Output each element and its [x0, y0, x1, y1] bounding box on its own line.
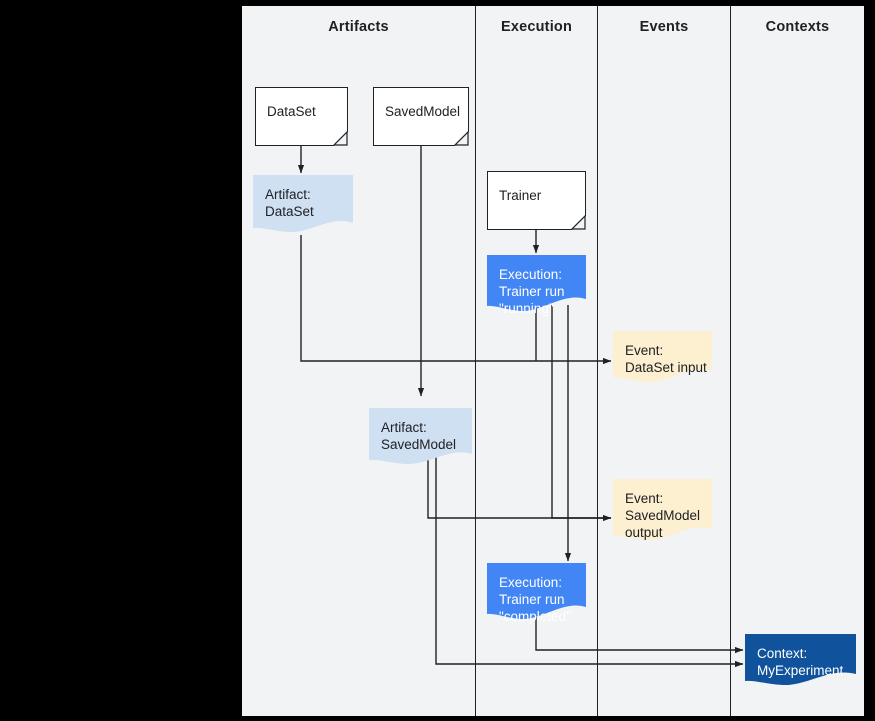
wave-shape [613, 331, 712, 383]
wave-shape [369, 408, 472, 465]
wave-shape [487, 255, 586, 312]
node-event-savedmodel-output[interactable]: Event: SavedModel output [613, 479, 712, 545]
node-dataset-type[interactable]: DataSet [255, 87, 348, 146]
column-header-events: Events [639, 19, 689, 35]
document-fold-icon [571, 215, 586, 230]
node-event-dataset-input-label: Event: DataSet input [625, 343, 707, 375]
edge-artifact-savedmodel-to-event-output [427, 455, 611, 519]
node-trainer-type-label: Trainer [499, 188, 542, 203]
node-execution-completed[interactable]: Execution: Trainer run "completed" [487, 563, 586, 624]
node-context-myexperiment[interactable]: Context: MyExperiment [745, 634, 856, 688]
node-execution-completed-label: Execution: Trainer run "completed" [499, 575, 571, 624]
column-header-contexts: Contexts [765, 19, 830, 35]
column-header-artifacts: Artifacts [328, 19, 389, 35]
edge-execution-completed-to-context [535, 617, 744, 654]
column-divider-3 [730, 6, 731, 716]
node-event-savedmodel-output-label: Event: SavedModel output [625, 491, 701, 540]
document-fold-icon [454, 131, 469, 146]
document-fold-icon [333, 131, 348, 146]
node-savedmodel-type-label: SavedModel [385, 104, 461, 119]
node-execution-running-label: Execution: Trainer run "running" [499, 267, 565, 316]
wave-shape [613, 479, 712, 541]
column-header-execution: Execution [500, 19, 573, 35]
node-event-dataset-input[interactable]: Event: DataSet input [613, 331, 712, 385]
node-artifact-savedmodel-label: Artifact: SavedModel [381, 420, 457, 452]
edge-execution-running-to-event-output [551, 305, 612, 522]
node-context-myexperiment-label: Context: MyExperiment [757, 646, 844, 678]
wave-shape [253, 175, 353, 233]
node-savedmodel-type[interactable]: SavedModel [373, 87, 469, 146]
node-execution-running[interactable]: Execution: Trainer run "running" [487, 255, 586, 316]
wave-shape [487, 563, 586, 620]
node-artifact-dataset-label: Artifact: DataSet [265, 187, 314, 219]
edge-artifact-savedmodel-to-context [435, 455, 744, 668]
node-trainer-type[interactable]: Trainer [487, 171, 586, 230]
node-artifact-dataset[interactable]: Artifact: DataSet [253, 175, 353, 235]
wave-shape [745, 634, 856, 686]
node-artifact-savedmodel[interactable]: Artifact: SavedModel [369, 408, 472, 468]
edge-artifact-dataset-to-event-input [300, 235, 612, 365]
node-dataset-type-label: DataSet [267, 104, 316, 119]
